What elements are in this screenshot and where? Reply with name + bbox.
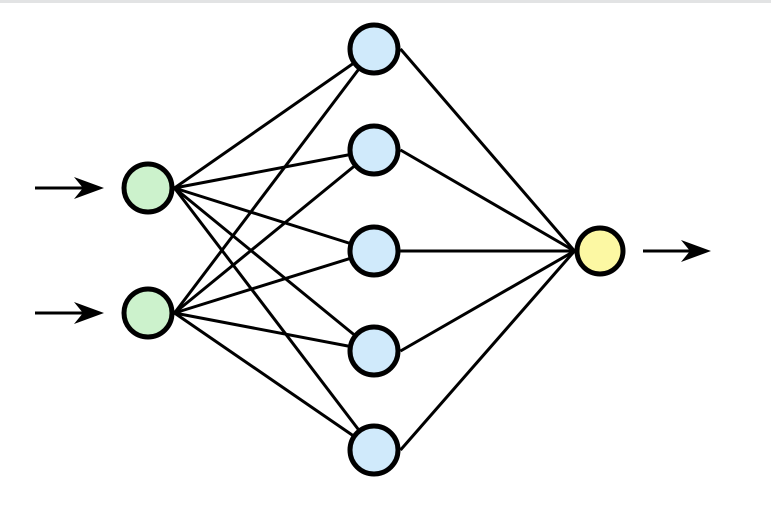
input-node-2	[121, 286, 175, 340]
input-arrow-1-head-icon	[74, 177, 104, 199]
edge-in1-h4	[173, 186, 375, 353]
edge-in1-h1	[173, 47, 375, 190]
hidden-node-4	[347, 324, 401, 378]
hidden-node-5	[347, 423, 401, 477]
edge-in1-h5	[173, 187, 376, 451]
edge-in2-h2	[173, 148, 375, 315]
hidden-node-1	[347, 22, 401, 76]
hidden-node-3	[347, 224, 401, 278]
edge-h4-out1	[399, 249, 576, 353]
output-arrow-head-icon	[681, 240, 711, 262]
edge-in1-h3	[174, 186, 375, 253]
edge-h1-out1	[399, 48, 576, 252]
hidden-node-2	[347, 123, 401, 177]
edge-in2-h1	[173, 48, 376, 314]
input-arrow-2-head-icon	[74, 302, 104, 324]
edge-h5-out1	[399, 250, 576, 451]
edge-in2-h4	[174, 311, 375, 353]
edge-h2-out1	[399, 148, 576, 253]
input-node-1	[121, 161, 175, 215]
window-top-border	[0, 0, 771, 3]
output-node	[574, 225, 626, 277]
edge-in2-h3	[174, 249, 375, 315]
edge-in1-h2	[174, 148, 375, 190]
edge-in2-h5	[173, 311, 375, 452]
